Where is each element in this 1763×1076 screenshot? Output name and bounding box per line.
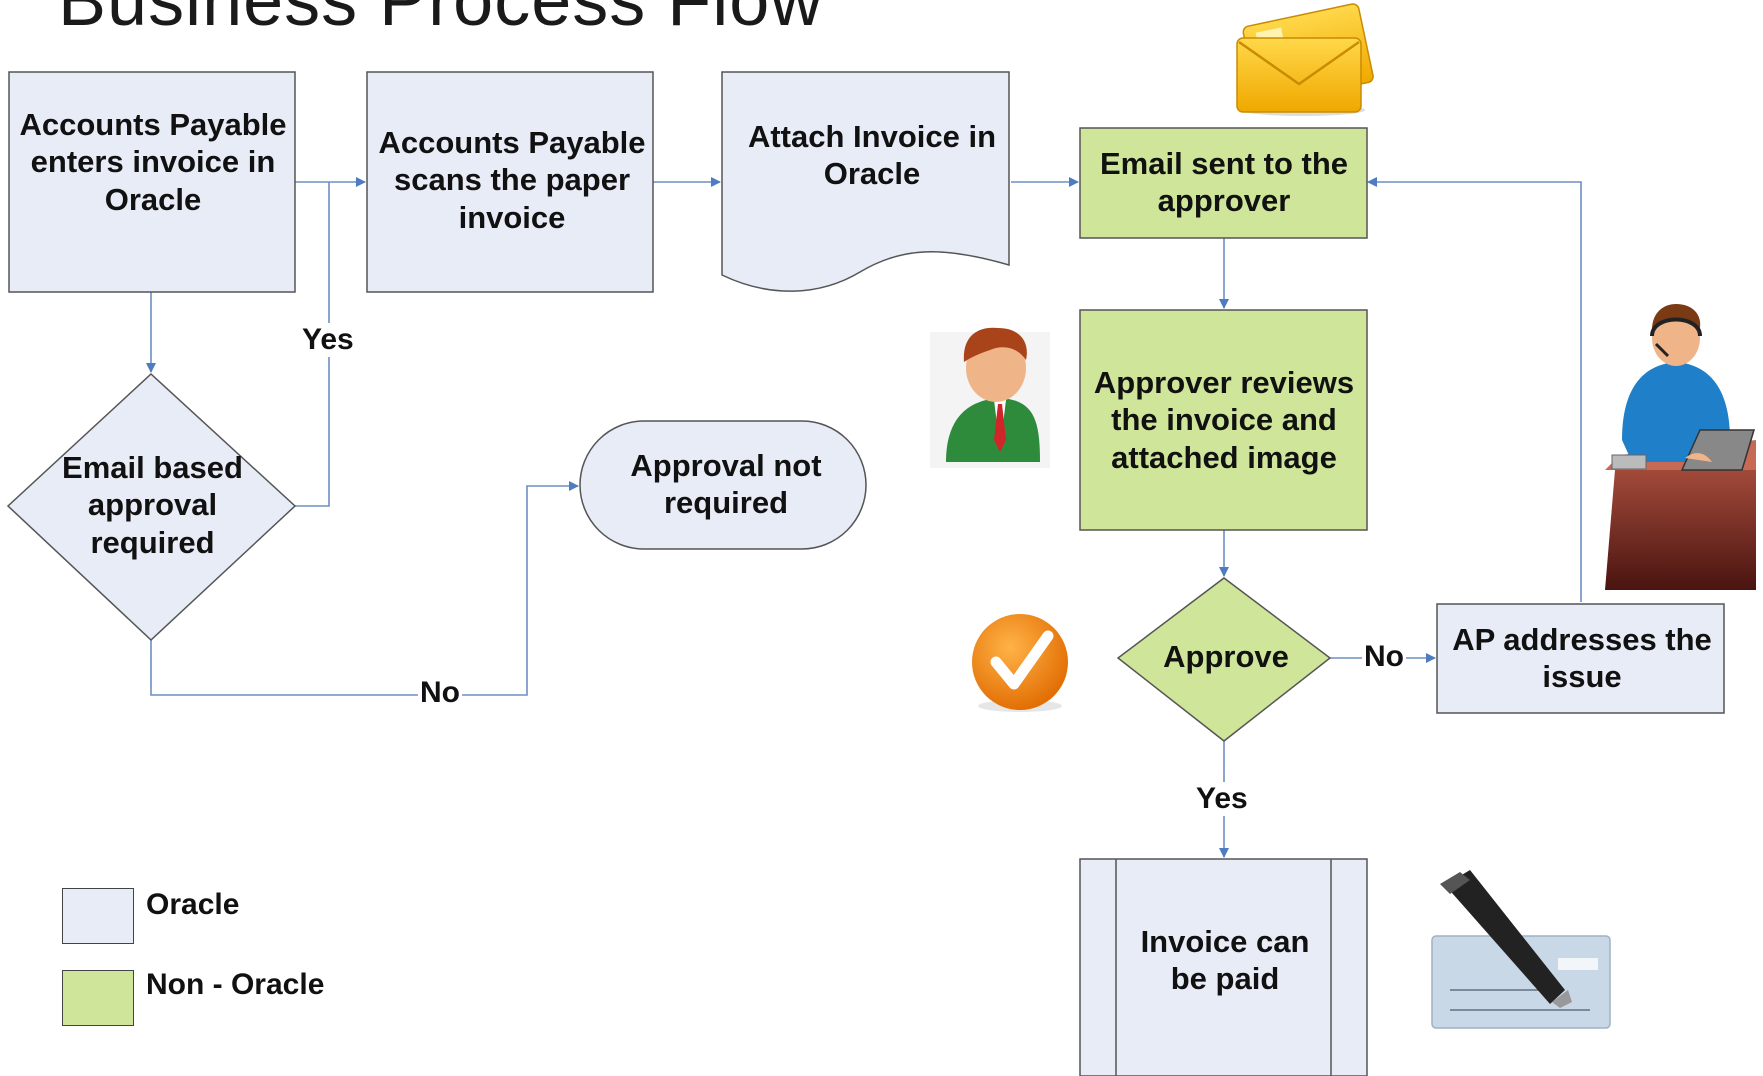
node-ap-scans [366,71,654,293]
diagram-title: Business Process Flow [58,0,824,41]
node-ap-enters [8,71,296,293]
legend-swatch-oracle [62,888,134,944]
edge-label-no-bottom: No [418,676,462,710]
legend-label-oracle: Oracle [146,888,240,921]
edge-label-no-right: No [1362,640,1406,674]
edge-ap-addresses-to-email-sent [1367,177,1582,602]
node-approval-not-required [579,420,867,550]
node-approver-reviews-label: Approver reviews the invoice and attache… [1093,365,1355,475]
legend-label-non-oracle: Non - Oracle [146,968,325,1001]
edge-email-based-no [150,481,579,696]
connectors [146,177,1582,858]
node-email-based-label: Email based approval required [62,450,243,560]
edge-label-yes-top: Yes [300,323,356,357]
node-approve-label: Approve [1163,639,1289,675]
node-ap-scans-label: Accounts Payable scans the paper invoice [378,125,646,235]
shapes [6,71,1725,1076]
node-ap-addresses-label: AP addresses the issue [1452,621,1712,694]
person-icon [930,327,1050,468]
checkmark-icon [972,614,1068,712]
pen-check-icon [1431,870,1611,1029]
support-agent-icon [1605,304,1756,590]
envelope-icon [1236,3,1374,116]
node-approval-not-required-label: Approval not required [630,447,822,520]
node-ap-enters-label: Accounts Payable enters invoice in Oracl… [19,107,287,217]
edge-email-based-yes [295,182,330,507]
legend-swatch-non-oracle [62,970,134,1026]
node-email-sent [1079,127,1368,239]
node-approve [1116,577,1332,742]
node-ap-addresses [1436,603,1725,714]
edge-label-yes-bottom: Yes [1194,782,1250,816]
node-email-based [6,372,297,642]
node-attach [721,71,1010,292]
node-invoice-paid-label: Invoice can be paid [1140,923,1310,996]
node-attach-label: Attach Invoice in Oracle [747,119,997,192]
node-email-sent-label: Email sent to the approver [1099,145,1349,218]
node-approver-reviews [1079,309,1368,531]
node-invoice-paid [1079,858,1368,1076]
